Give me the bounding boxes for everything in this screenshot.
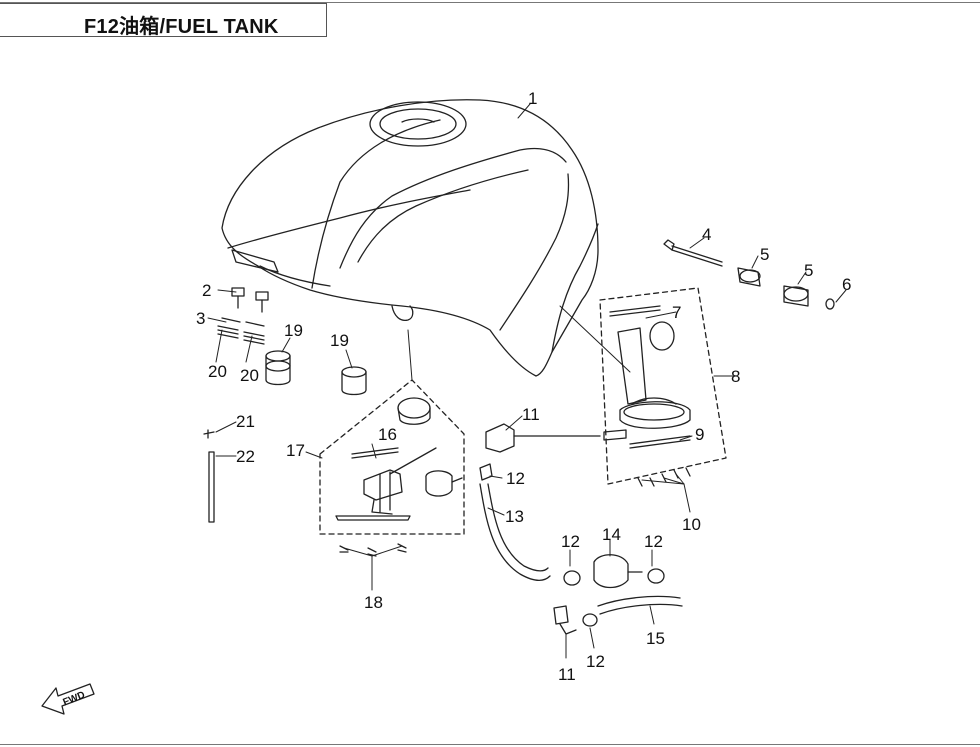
callout-13: 13 — [505, 507, 524, 526]
callout-18: 18 — [364, 593, 383, 612]
callout-12d: 12 — [586, 652, 605, 671]
fwd-label: FWD — [61, 690, 86, 709]
fuel-pump-assembly — [603, 305, 691, 487]
callout-8: 8 — [731, 367, 740, 386]
callout-10: 10 — [682, 515, 701, 534]
callout-4: 4 — [702, 225, 711, 244]
callout-2: 2 — [202, 281, 211, 300]
callout-12c: 12 — [644, 532, 663, 551]
bolt-and-bushings — [663, 239, 835, 310]
fuel-sender-group-box — [319, 379, 465, 535]
leader-lines — [207, 103, 847, 659]
callout-3: 3 — [196, 309, 205, 328]
callout-5b: 5 — [804, 261, 813, 280]
callout-11b: 11 — [558, 665, 576, 684]
callout-1: 1 — [528, 89, 537, 108]
top-border — [0, 2, 980, 3]
fwd-direction-arrow — [41, 683, 95, 715]
callout-17: 17 — [286, 441, 305, 460]
callout-6: 6 — [842, 275, 851, 294]
bottom-border — [0, 744, 980, 745]
callout-16: 16 — [378, 425, 397, 444]
callout-15: 15 — [646, 629, 665, 648]
callout-9: 9 — [695, 425, 704, 444]
fuel-tank-body — [221, 99, 599, 377]
foam-strip — [208, 451, 215, 523]
title-box: F12油箱/FUEL TANK — [0, 3, 327, 38]
callout-12a: 12 — [506, 469, 525, 488]
small-clip — [203, 429, 215, 439]
callout-19a: 19 — [284, 321, 303, 340]
callout-5a: 5 — [760, 245, 769, 264]
callout-11a: 11 — [522, 405, 540, 424]
fuel-level-sender — [335, 397, 463, 557]
mounting-bolts — [217, 287, 269, 345]
callout-14: 14 — [602, 525, 621, 544]
rubber-damper-left — [265, 350, 291, 386]
callout-12b: 12 — [561, 532, 580, 551]
callout-19b: 19 — [330, 331, 349, 350]
fuel-lines — [479, 423, 683, 635]
callout-21: 21 — [236, 412, 255, 431]
rubber-damper-right — [341, 366, 367, 396]
callout-20a: 20 — [208, 362, 227, 381]
fuel-pump-group-box — [599, 287, 727, 485]
callout-7: 7 — [672, 303, 681, 322]
page-title: F12油箱/FUEL TANK — [84, 16, 279, 38]
callout-22: 22 — [236, 447, 255, 466]
callout-20b: 20 — [240, 366, 259, 385]
